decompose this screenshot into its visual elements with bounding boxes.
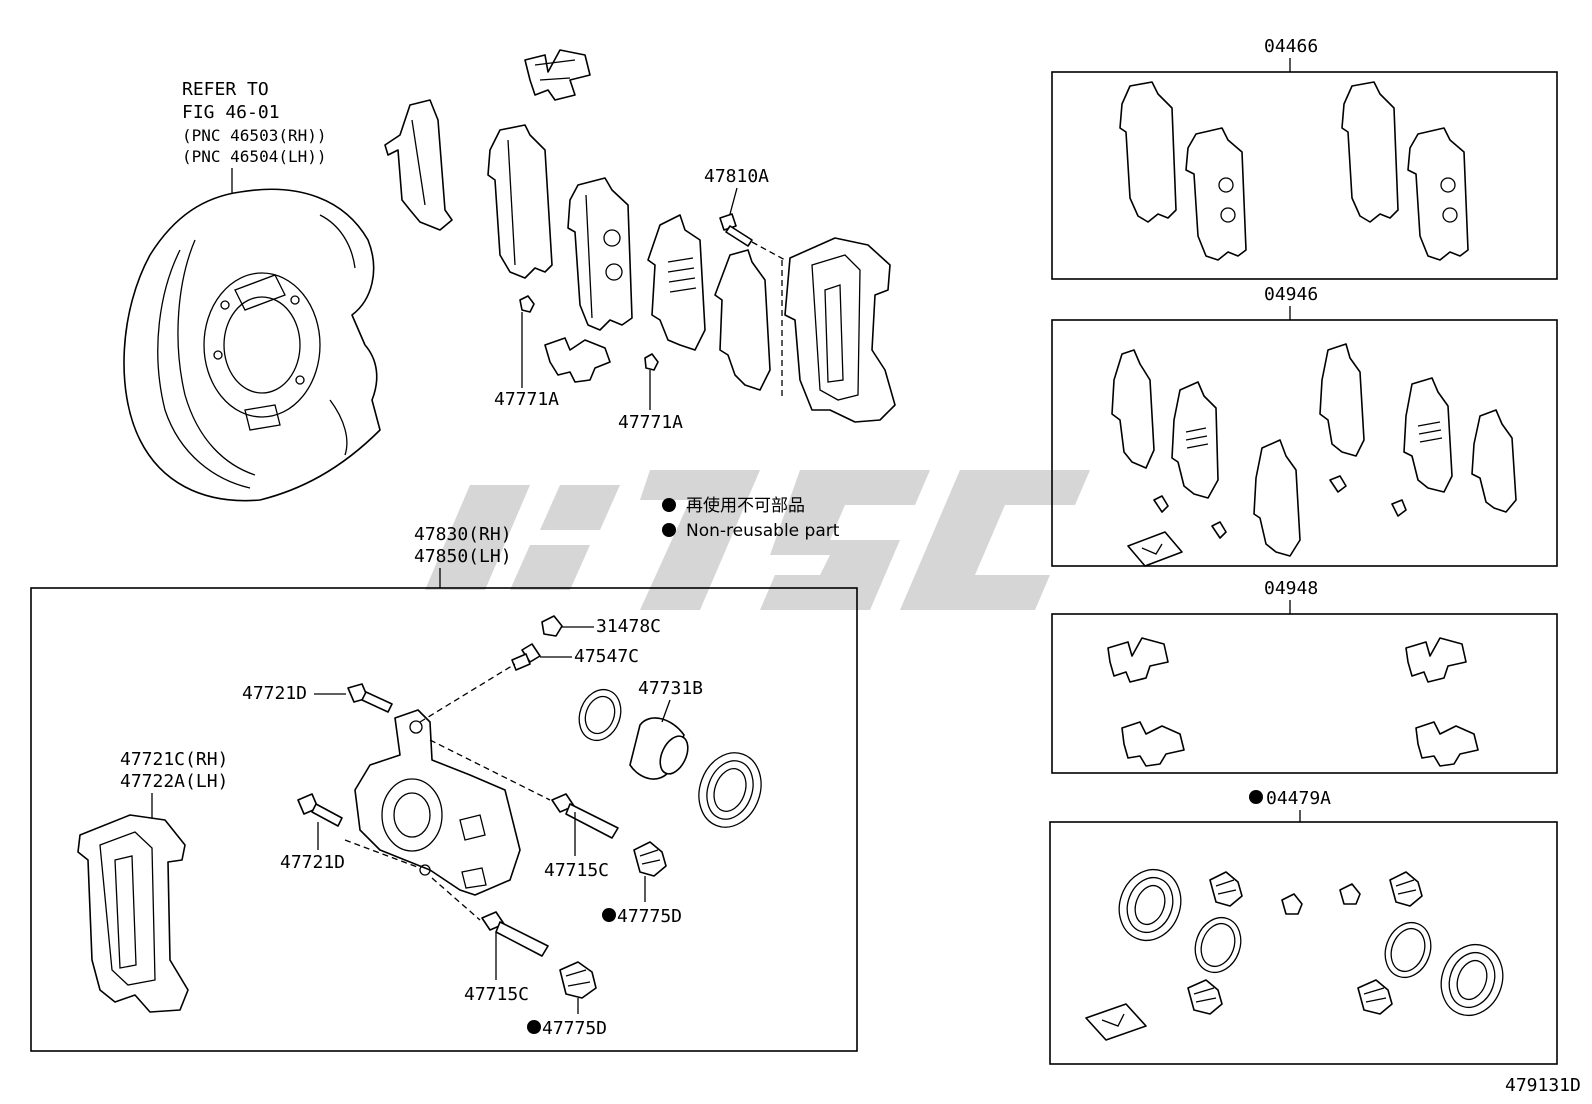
leader-47810A bbox=[729, 187, 738, 215]
slide-pin-lower bbox=[481, 911, 549, 957]
cylinder-body bbox=[354, 709, 521, 896]
bleeder-plug bbox=[511, 643, 541, 671]
kit-box-04948 bbox=[1051, 613, 1558, 774]
kit-04466-pads bbox=[1119, 81, 1469, 261]
slide-pin-upper bbox=[551, 793, 619, 839]
label-kit-04946: 04946 bbox=[1264, 284, 1318, 305]
kit-box-04466 bbox=[1051, 71, 1558, 280]
kit-box-04479A bbox=[1049, 821, 1558, 1065]
kit-04946-shims bbox=[1111, 343, 1517, 567]
legend-dot-icon-2 bbox=[662, 523, 676, 537]
label-47771A-1: 47771A bbox=[494, 389, 559, 410]
dash-pin-upper bbox=[429, 739, 551, 801]
pad-wear-indicator bbox=[519, 295, 659, 371]
refer-note-line2: FIG 46-01 bbox=[182, 102, 280, 123]
brake-pad-inner bbox=[567, 177, 633, 331]
caliper-bolt-lower bbox=[297, 793, 343, 827]
label-47810A: 47810A bbox=[704, 166, 769, 187]
piston bbox=[629, 717, 689, 780]
label-47721C: 47721C(RH) bbox=[120, 749, 228, 770]
boot-lower bbox=[559, 961, 597, 999]
watermark-logo bbox=[425, 470, 1090, 610]
kit-04948-clips bbox=[1107, 637, 1479, 767]
label-47775D-2: 47775D bbox=[542, 1018, 607, 1039]
label-47722A: 47722A(LH) bbox=[120, 771, 228, 792]
legend-dot-icon bbox=[662, 498, 676, 512]
dash-pin-lower bbox=[431, 877, 481, 921]
label-47771A-2: 47771A bbox=[618, 412, 683, 433]
caliper-mounting-bracket bbox=[77, 814, 189, 1013]
nonreusable-dot-icon-1 bbox=[602, 908, 616, 922]
dust-shield-drawing bbox=[123, 188, 381, 502]
label-kit-04948: 04948 bbox=[1264, 578, 1318, 599]
label-47547C: 47547C bbox=[574, 646, 639, 667]
caliper-bolt-upper bbox=[347, 683, 393, 713]
legend-zh: 再使用不可部品 bbox=[686, 495, 805, 516]
kit-box-04946 bbox=[1051, 319, 1558, 567]
leader-47731B bbox=[661, 699, 671, 723]
nonreusable-dot-icon-3 bbox=[1249, 790, 1263, 804]
pad-support-plate-left bbox=[384, 99, 453, 231]
label-47715C-1: 47715C bbox=[544, 860, 609, 881]
label-47731B: 47731B bbox=[638, 678, 703, 699]
label-47715C-2: 47715C bbox=[464, 984, 529, 1005]
piston-boot bbox=[698, 752, 762, 828]
pad-support-plate-top bbox=[524, 49, 591, 101]
legend-en: Non-reusable part bbox=[686, 521, 840, 541]
refer-note-line3: (PNC 46503(RH)) bbox=[182, 126, 327, 145]
figure-code: 479131D bbox=[1505, 1075, 1581, 1096]
bleeder-cap bbox=[541, 615, 563, 637]
label-kit-04466: 04466 bbox=[1264, 36, 1318, 57]
label-kit-04479A: 04479A bbox=[1266, 788, 1331, 809]
label-47721D-2: 47721D bbox=[280, 852, 345, 873]
nonreusable-dot-icon-2 bbox=[527, 1020, 541, 1034]
label-47721D-1: 47721D bbox=[242, 683, 307, 704]
dash-bolt-lower bbox=[344, 839, 421, 869]
label-47830: 47830(RH) bbox=[414, 524, 512, 545]
caliper-mounting-bracket-top bbox=[784, 237, 896, 423]
refer-note-line1: REFER TO bbox=[182, 79, 269, 100]
pad-support-plate-bottom bbox=[544, 337, 611, 383]
anti-squeal-shim-2 bbox=[714, 249, 771, 391]
bolt-47810A bbox=[719, 213, 753, 247]
refer-note-line4: (PNC 46504(LH)) bbox=[182, 147, 327, 166]
label-31478C: 31478C bbox=[596, 616, 661, 637]
anti-squeal-shim bbox=[647, 214, 706, 351]
label-47775D-1: 47775D bbox=[617, 906, 682, 927]
refer-note: REFER TO FIG 46-01 (PNC 46503(RH)) (PNC … bbox=[182, 79, 327, 166]
legend: 再使用不可部品 Non-reusable part bbox=[662, 495, 840, 541]
kit-04479A-seals bbox=[1085, 868, 1504, 1041]
dash-47810A bbox=[751, 241, 786, 261]
brake-pad-outer bbox=[487, 124, 553, 279]
piston-seal bbox=[578, 688, 622, 742]
dash-bleeder bbox=[419, 663, 516, 723]
label-47850: 47850(LH) bbox=[414, 546, 512, 567]
boot-upper bbox=[633, 841, 667, 877]
caliper-assembly-box bbox=[30, 587, 858, 1052]
